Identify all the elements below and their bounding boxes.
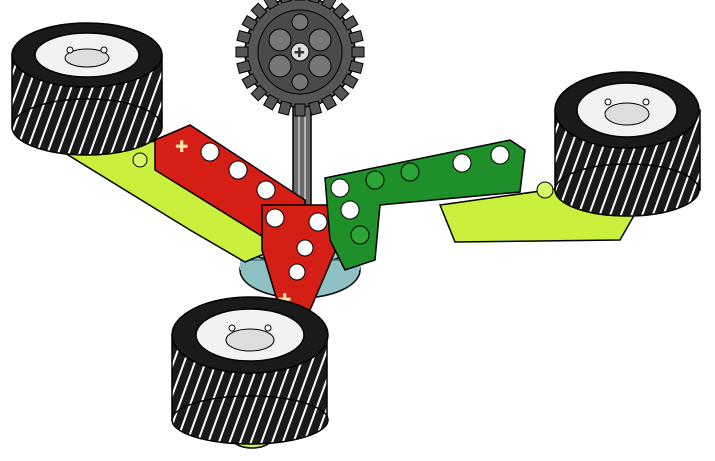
gear-icon: ✚ (235, 0, 365, 117)
tire-icon-top-left (11, 22, 163, 156)
red-beam-vertical: ✚ (261, 204, 341, 311)
tire-icon-bottom (171, 296, 329, 445)
green-beam (324, 139, 526, 271)
tire-icon-right (554, 71, 701, 217)
svg-text:✚: ✚ (294, 46, 305, 61)
axle-cross-icon: ✚ (175, 137, 188, 156)
